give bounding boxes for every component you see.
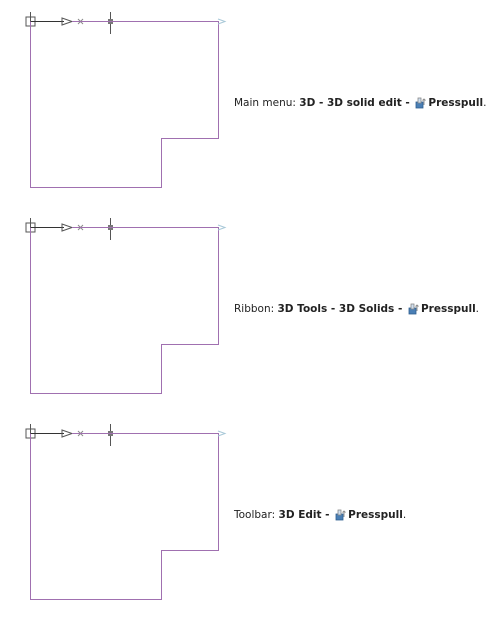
l-shaped-profile-drawing [25,12,227,188]
presspull-icon [335,509,346,521]
ribbon-instruction-caption: Ribbon: 3D Tools - 3D Solids - Presspull… [234,302,479,316]
axis-arrow-icon [61,223,74,232]
caption-command: Presspull [428,97,484,109]
toolbar-instruction-row: Toolbar: 3D Edit - Presspull . [0,424,489,624]
menu-instruction-row: Main menu: 3D - 3D solid edit - Presspul… [0,12,489,212]
profile-outline [30,227,219,394]
crosshair-cursor-icon [97,218,124,240]
profile-outline [30,433,219,600]
l-shaped-profile-drawing [25,424,227,600]
caption-path: 3D - 3D solid edit - [299,97,414,109]
presspull-icon [408,303,419,315]
l-shaped-profile-drawing [25,218,227,394]
toolbar-instruction-caption: Toolbar: 3D Edit - Presspull . [234,508,406,522]
caption-suffix: . [475,303,480,315]
outline-end-marker-icon [217,430,227,437]
caption-command: Presspull [348,509,403,521]
crosshair-cursor-icon [97,424,124,446]
caption-command: Presspull [420,303,476,315]
crosshair-cursor-icon [97,12,124,34]
ribbon-instruction-row: Ribbon: 3D Tools - 3D Solids - Presspull… [0,218,489,418]
axis-arrow-icon [61,429,74,438]
caption-path: 3D Edit - [278,509,334,521]
caption-prefix: Main menu: [234,97,300,109]
profile-outline [30,21,219,188]
caption-path: 3D Tools - 3D Solids - [277,303,406,315]
outline-end-marker-icon [217,224,227,231]
caption-prefix: Toolbar: [234,509,279,521]
presspull-icon [416,97,427,109]
caption-suffix: . [483,97,487,109]
outline-end-marker-icon [217,18,227,25]
caption-prefix: Ribbon: [234,303,278,315]
axis-arrow-icon [61,17,74,26]
menu-instruction-caption: Main menu: 3D - 3D solid edit - Presspul… [234,96,486,110]
caption-suffix: . [402,509,407,521]
